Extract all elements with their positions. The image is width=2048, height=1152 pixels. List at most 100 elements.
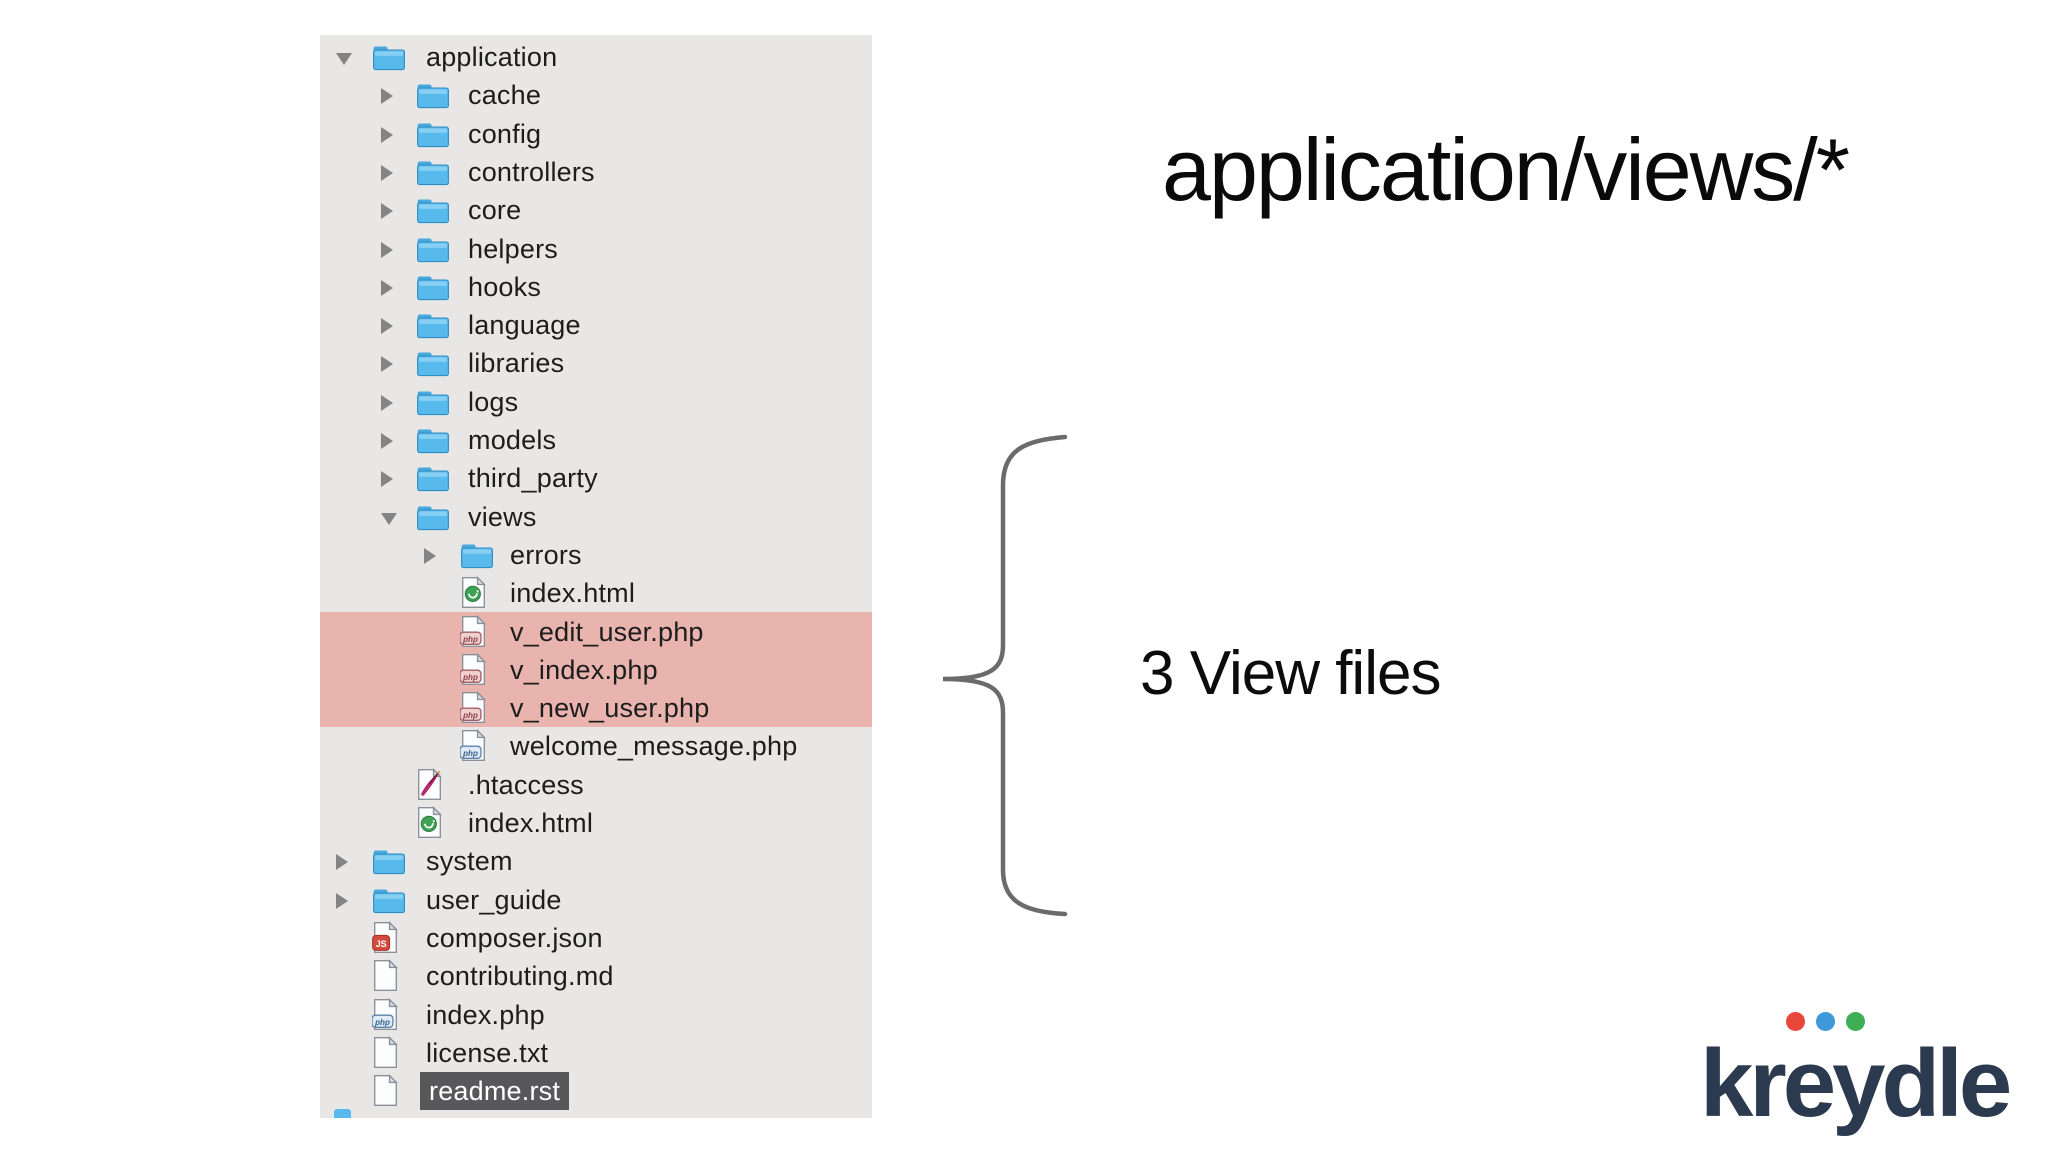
tree-row-label[interactable]: composer.json xyxy=(426,922,603,953)
folder-icon xyxy=(416,426,450,459)
tree-row-label[interactable]: v_index.php xyxy=(510,654,658,685)
php-file-icon: php xyxy=(459,652,487,691)
tree-row-label[interactable]: cache xyxy=(468,80,542,111)
folder-icon xyxy=(372,886,406,919)
tree-row[interactable]: php v_edit_user.php xyxy=(320,613,872,651)
svg-text:php: php xyxy=(462,749,478,758)
folder-icon xyxy=(416,235,450,268)
tree-row-label[interactable]: controllers xyxy=(468,156,595,187)
tree-row[interactable]: libraries xyxy=(320,344,872,382)
tree-row[interactable]: cache xyxy=(320,76,872,114)
tree-row-label[interactable]: index.html xyxy=(510,578,636,609)
tree-row-label[interactable]: user_guide xyxy=(426,884,562,915)
tree-row-label[interactable]: logs xyxy=(468,386,519,417)
tree-row-label[interactable]: models xyxy=(468,425,557,455)
folder-icon xyxy=(416,120,450,153)
tree-row[interactable]: helpers xyxy=(320,230,872,268)
tree-row[interactable]: php v_new_user.php xyxy=(320,689,872,727)
tree-row[interactable]: user_guide xyxy=(320,881,872,919)
folder-icon xyxy=(460,541,494,574)
doc-file-icon xyxy=(372,1074,399,1112)
svg-text:php: php xyxy=(374,1017,390,1026)
php-file-icon: php xyxy=(371,997,399,1036)
tree-row-label[interactable]: third_party xyxy=(468,463,598,494)
tree-row[interactable]: controllers xyxy=(320,153,872,191)
kreydle-logo: kreydle xyxy=(1700,1012,2048,1132)
tree-row[interactable]: application xyxy=(320,38,872,76)
tree-row[interactable]: system xyxy=(320,842,872,880)
tree-row-label[interactable]: errors xyxy=(510,539,582,570)
tree-row[interactable]: license.txt xyxy=(320,1034,872,1072)
chevron-right-icon[interactable] xyxy=(381,279,393,296)
tree-row[interactable]: core xyxy=(320,191,872,229)
tree-row-label[interactable]: views xyxy=(468,501,537,532)
tree-row[interactable]: logs xyxy=(320,383,872,421)
folder-icon xyxy=(372,43,406,76)
tree-row[interactable]: contributing.md xyxy=(320,957,872,995)
tree-row[interactable]: errors xyxy=(320,536,872,574)
tree-row-label[interactable]: helpers xyxy=(468,233,558,264)
tree-row[interactable]: php v_index.php xyxy=(320,651,872,689)
folder-icon xyxy=(416,196,450,229)
chevron-right-icon[interactable] xyxy=(381,433,393,449)
tree-row-label[interactable]: welcome_message.php xyxy=(510,731,798,762)
tree-row[interactable]: hooks xyxy=(320,268,872,306)
folder-icon xyxy=(372,847,406,880)
html-file-icon xyxy=(416,806,443,844)
chevron-right-icon[interactable] xyxy=(424,547,436,564)
html-file-icon xyxy=(460,576,487,614)
chevron-right-icon[interactable] xyxy=(336,854,348,871)
svg-text:JS: JS xyxy=(376,939,387,949)
svg-text:php: php xyxy=(462,634,478,643)
tree-row-label[interactable]: system xyxy=(426,846,513,877)
tree-row[interactable]: JS composer.json xyxy=(320,919,872,957)
folder-icon xyxy=(416,311,450,344)
tree-row-label[interactable]: contributing.md xyxy=(426,961,614,992)
folder-icon xyxy=(416,158,450,191)
tree-row-label[interactable]: v_edit_user.php xyxy=(510,616,704,647)
tree-row[interactable]: index.html xyxy=(320,574,872,612)
chevron-right-icon[interactable] xyxy=(336,892,348,909)
tree-row[interactable]: php welcome_message.php xyxy=(320,727,872,765)
chevron-right-icon[interactable] xyxy=(381,241,393,258)
chevron-right-icon[interactable] xyxy=(381,394,393,411)
svg-text:php: php xyxy=(462,673,478,682)
tree-row-label[interactable]: config xyxy=(468,118,542,149)
chevron-down-icon[interactable] xyxy=(381,512,397,525)
tree-row[interactable]: .htaccess xyxy=(320,766,872,804)
tree-row[interactable]: models xyxy=(320,421,872,459)
tree-row-label[interactable]: language xyxy=(468,310,581,341)
tree-row[interactable]: third_party xyxy=(320,459,872,497)
chevron-right-icon[interactable] xyxy=(381,471,393,488)
chevron-right-icon[interactable] xyxy=(381,88,393,105)
chevron-right-icon[interactable] xyxy=(381,164,393,181)
tree-row-label[interactable]: libraries xyxy=(468,348,565,379)
tree-row[interactable]: language xyxy=(320,306,872,344)
annotation-view-files: 3 View files xyxy=(1140,639,1441,708)
tree-row[interactable]: index.html xyxy=(320,804,872,842)
tree-row[interactable]: readme.rst xyxy=(320,1072,872,1112)
tree-row[interactable]: config xyxy=(320,115,872,153)
tree-row-label[interactable]: application xyxy=(426,42,558,72)
svg-text:php: php xyxy=(462,711,478,720)
tree-row-label[interactable]: index.html xyxy=(468,808,594,838)
tree-row[interactable]: views xyxy=(320,498,872,536)
logo-wordmark: kreydle xyxy=(1700,1030,2012,1137)
tree-row-label[interactable]: hooks xyxy=(468,271,542,302)
folder-icon xyxy=(416,503,450,536)
tree-row[interactable]: php index.php xyxy=(320,996,872,1034)
chevron-right-icon[interactable] xyxy=(381,126,393,143)
tree-row-label[interactable]: license.txt xyxy=(426,1037,549,1068)
chevron-right-icon[interactable] xyxy=(381,318,393,335)
php-file-icon: php xyxy=(459,614,487,653)
tree-row-label[interactable]: core xyxy=(468,195,522,226)
tree-row-label[interactable]: v_new_user.php xyxy=(510,693,710,724)
chevron-right-icon[interactable] xyxy=(381,203,393,220)
tree-row-label[interactable]: index.php xyxy=(426,999,545,1030)
chevron-down-icon[interactable] xyxy=(336,53,352,65)
tree-row-label[interactable]: .htaccess xyxy=(468,769,584,800)
file-tree-panel: application cache config controllers cor… xyxy=(320,35,872,1118)
logo-dot xyxy=(1816,1012,1835,1031)
tree-row-label[interactable]: readme.rst xyxy=(420,1072,570,1111)
chevron-right-icon[interactable] xyxy=(381,356,393,373)
